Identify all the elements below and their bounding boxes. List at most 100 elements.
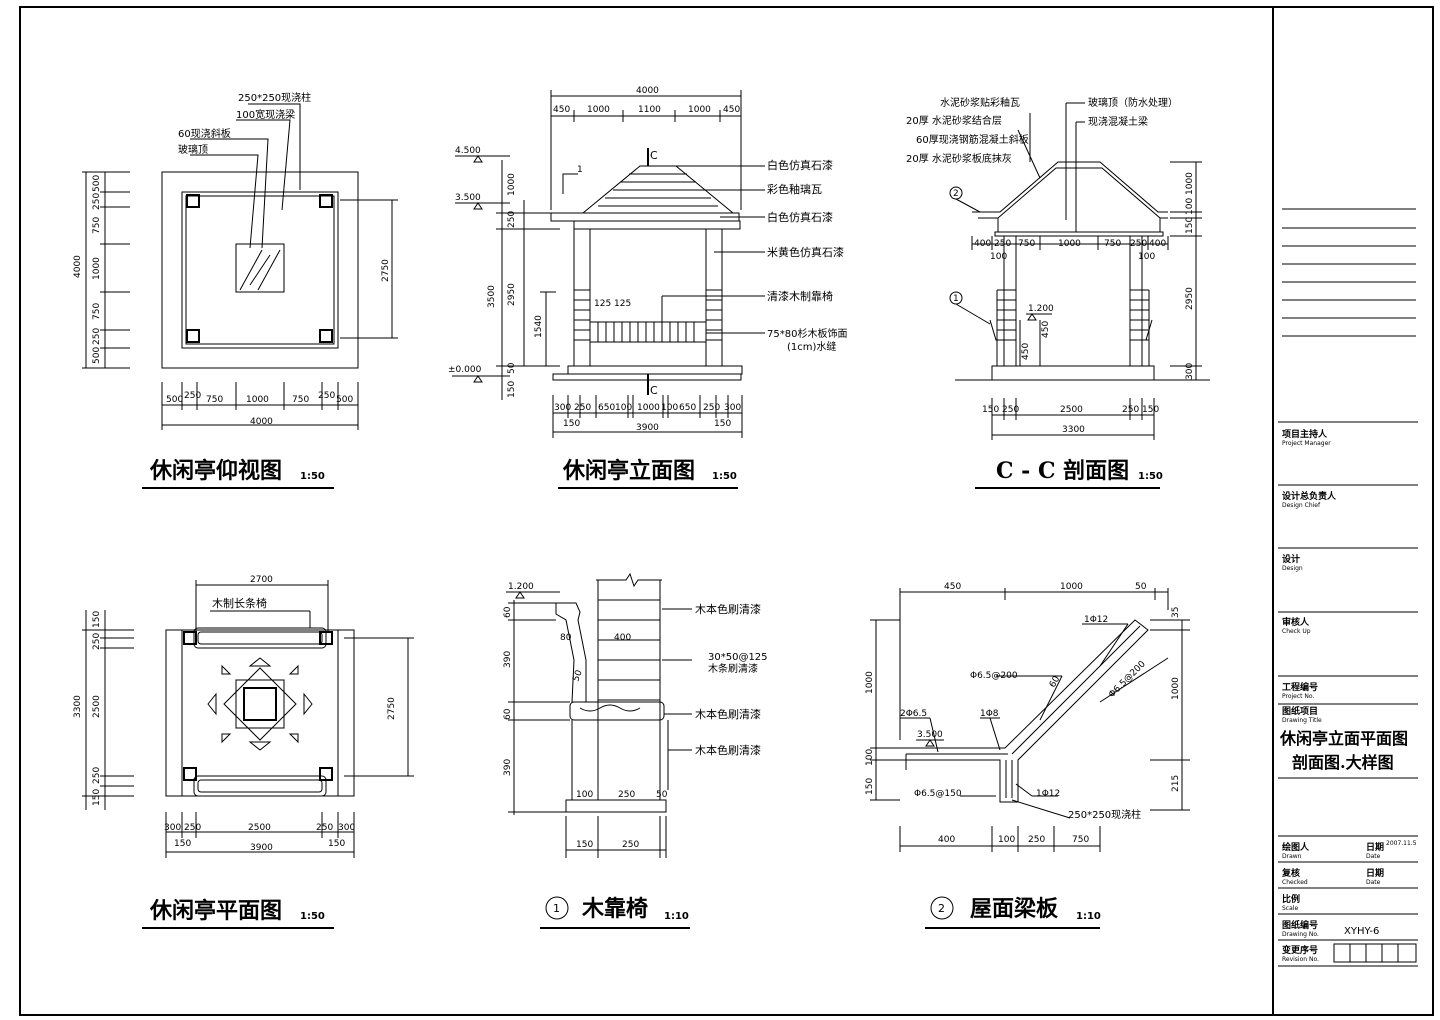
tb-drawn-cn: 绘图人 <box>1282 841 1310 853</box>
elevation-note-4: 清漆木制靠椅 <box>767 289 833 303</box>
tb-revision-cn: 变更序号 <box>1282 944 1318 956</box>
tb-drawing-no-cn: 图纸编号 <box>1282 919 1318 931</box>
ceiling-dim-top-1: 250 <box>184 391 201 401</box>
roofbeam-rebar-7: 60 <box>1048 674 1063 689</box>
bench-dim-bottom2-0: 150 <box>576 840 593 850</box>
tb-date2-en: Date <box>1366 879 1381 886</box>
section-seat-dim-0: 450 <box>1041 321 1051 338</box>
elevation-dim-left-1: 250 <box>507 211 517 228</box>
bench-dim-400: 400 <box>614 633 631 643</box>
section-dim-bottom-2: 2500 <box>1060 405 1083 415</box>
roofbeam-dim-top-1: 1000 <box>1060 582 1083 592</box>
roofbeam-dim-right-1: 1000 <box>1171 677 1181 700</box>
plan-dim-bottom-4: 300 <box>338 823 355 833</box>
elevation-dim-top-1: 1000 <box>587 105 610 115</box>
tb-row-0-en: Project Manager <box>1282 440 1331 447</box>
elevation-dim-top-0: 450 <box>553 105 570 115</box>
section-marker-1: 1 <box>953 294 959 304</box>
bench-dim-left-3: 390 <box>503 759 513 776</box>
elevation-dim-left-5: 50 <box>507 362 517 374</box>
ceiling-dim-left-total: 4000 <box>73 255 83 278</box>
elevation-dim-bottom-total: 3900 <box>636 423 659 433</box>
ceiling-dim-left-3: 1000 <box>92 257 102 280</box>
section-marker-2: 2 <box>953 189 959 199</box>
elevation-post-dims: 125 125 <box>594 299 631 309</box>
roofbeam-dim-top-0: 450 <box>944 582 961 592</box>
elevation-dim-left-0: 1000 <box>507 173 517 196</box>
roofbeam-rebar-0: Φ6.5@200 <box>970 671 1018 681</box>
tb-date1-value: 2007.11.5 <box>1386 840 1417 847</box>
bench-dim-left-0: 60 <box>503 606 513 618</box>
elevation-level-0: 4.500 <box>455 146 481 156</box>
bench-note-2: 木条刷清漆 <box>708 662 758 675</box>
elevation-dim-bottom-2: 650 <box>598 403 615 413</box>
tb-row-4-cn: 工程编号 <box>1282 681 1318 693</box>
bench-dim-80: 80 <box>560 633 572 643</box>
section-dim-top-6: 400 <box>1149 239 1166 249</box>
roofbeam-scale: 1:10 <box>1076 911 1101 922</box>
section-note-right-1: 现浇混凝土梁 <box>1088 115 1148 128</box>
section-note-left-3: 20厚 水泥砂浆板底抹灰 <box>906 152 1012 165</box>
plan-dim-left-4: 150 <box>92 789 102 806</box>
roofbeam-dim-right-0: 35 <box>1171 607 1181 618</box>
section-note-left-0: 水泥砂浆贴彩釉瓦 <box>940 96 1020 109</box>
bench-note-4: 木本色刷清漆 <box>695 743 761 757</box>
roofbeam-dim-bottom-0: 400 <box>938 835 955 845</box>
ceiling-dim-left-6: 500 <box>92 347 102 364</box>
roofbeam-rebar-4: 1Φ12 <box>1036 789 1060 799</box>
plan-dim-bottom2-1: 150 <box>328 839 345 849</box>
sheet-border <box>19 6 1434 1016</box>
tb-drawn-en: Drawn <box>1282 853 1302 860</box>
tb-drawing-no-en: Drawing No. <box>1282 931 1319 938</box>
plan-title: 休闲亭平面图 <box>149 898 282 924</box>
ceiling-dim-top-2: 750 <box>206 395 223 405</box>
bench-dim-bottom2-1: 250 <box>622 840 639 850</box>
elevation-dim-left-2: 3500 <box>487 285 497 308</box>
ceiling-dim-top-6: 500 <box>336 395 353 405</box>
ceiling-dim-left-1: 250 <box>92 193 102 210</box>
elevation-dim-bottom-6: 650 <box>679 403 696 413</box>
bench-dim-bottom-0: 100 <box>576 790 593 800</box>
elevation-view <box>452 90 765 489</box>
elevation-dim-top-3: 1000 <box>688 105 711 115</box>
elevation-dim-bottom-1: 250 <box>574 403 591 413</box>
title-block <box>1278 208 1418 967</box>
elevation-dim-bottom2-0: 150 <box>563 419 580 429</box>
plan-dim-bottom-0: 300 <box>164 823 181 833</box>
section-dim-top-0: 400 <box>974 239 991 249</box>
roofbeam-rebar-3: 1Φ12 <box>1084 615 1108 625</box>
tb-row-2-cn: 设计 <box>1282 553 1300 565</box>
ceiling-dim-top-3: 1000 <box>246 395 269 405</box>
section-dim-right-4: 300 <box>1185 363 1195 380</box>
ceiling-dim-left-0: 500 <box>92 175 102 192</box>
elevation-dim-left-6: 150 <box>507 381 517 398</box>
section-dim-bottom-0: 150 <box>982 405 999 415</box>
plan-dim-bottom2-0: 150 <box>174 839 191 849</box>
roofbeam-marker: 2 <box>938 902 945 915</box>
tb-row-3-cn: 审核人 <box>1282 616 1310 628</box>
bench-dim-bottom-1: 250 <box>618 790 635 800</box>
ceiling-view <box>82 103 398 489</box>
elevation-slope: 1 <box>577 165 583 175</box>
section-dim-bottom-1: 250 <box>1002 405 1019 415</box>
tb-row-5-en: Drawing Title <box>1282 717 1322 724</box>
tb-revision-en: Revision No. <box>1282 956 1319 963</box>
tb-row-2-en: Design <box>1282 565 1303 572</box>
elevation-dim-bottom2-1: 150 <box>714 419 731 429</box>
bench-level: 1.200 <box>508 582 534 592</box>
tb-row-1-en: Design Chief <box>1282 502 1321 509</box>
roofbeam-dim-top-2: 50 <box>1135 582 1147 592</box>
plan-bench-label: 木制长条椅 <box>212 596 267 610</box>
ceiling-dim-total: 4000 <box>250 417 273 427</box>
ceiling-label-glass: 玻璃顶 <box>178 143 208 156</box>
ceiling-dim-right: 2750 <box>381 259 391 282</box>
ceiling-label-slab: 60现浇斜板 <box>178 127 231 140</box>
bench-dim-50: 50 <box>571 669 584 683</box>
section-view <box>949 102 1210 489</box>
section-dim-right-2: 150 <box>1185 217 1195 234</box>
tb-date1-cn: 日期 <box>1366 841 1384 853</box>
ceiling-dim-top-5: 250 <box>318 391 335 401</box>
plan-dim-left-1: 250 <box>92 633 102 650</box>
roofbeam-rebar-5: 2Φ6.5 <box>900 709 927 719</box>
